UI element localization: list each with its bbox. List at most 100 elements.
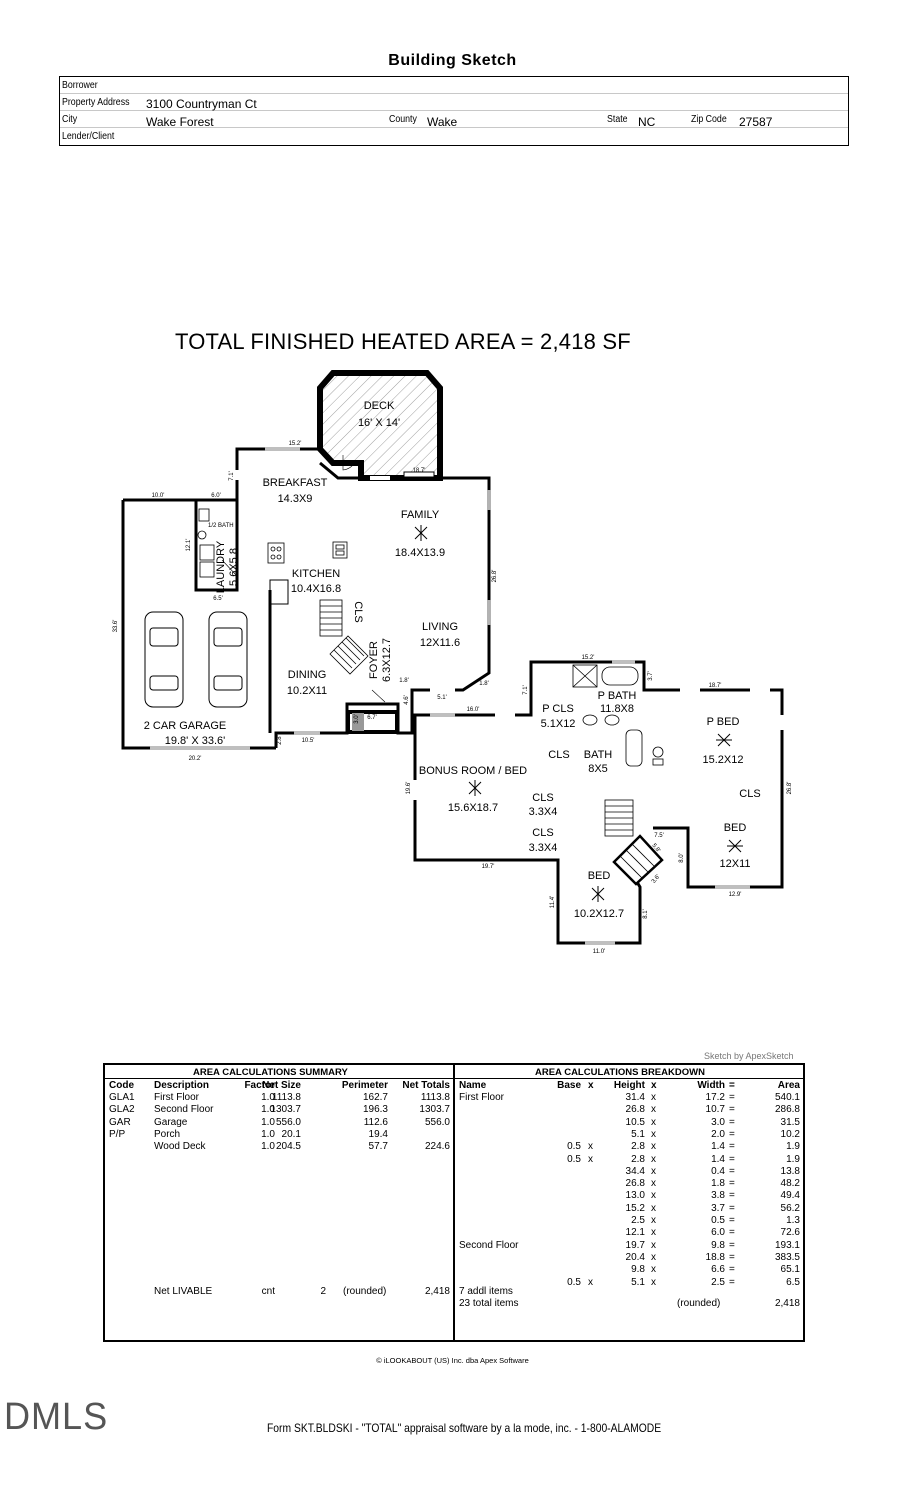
breakdown-cell: Second Floor xyxy=(459,1239,519,1251)
county-value: Wake xyxy=(427,115,458,129)
breakdown-cell: 2.8 xyxy=(631,1153,645,1165)
dim-label: 7.1' xyxy=(523,685,529,695)
breakdown-cell: 3.7 xyxy=(711,1202,725,1214)
breakdown-cell: 9.8 xyxy=(631,1264,645,1276)
summary-title: AREA CALCULATIONS SUMMARY xyxy=(193,1067,348,1078)
breakdown-cell: 0.5 xyxy=(567,1153,581,1165)
summary-col-header: Code xyxy=(109,1080,134,1091)
table-header-rule xyxy=(105,1078,803,1079)
breakdown-cell: 2.5 xyxy=(631,1215,645,1226)
summary-cell: 112.6 xyxy=(363,1116,388,1128)
breakdown-cell: 56.2 xyxy=(780,1202,800,1214)
breakdown-col-header: x xyxy=(588,1080,594,1091)
breakdown-cell: = xyxy=(729,1251,735,1263)
upper-stairs xyxy=(604,799,664,886)
door-swings xyxy=(221,455,386,703)
dim-label: 10.0' xyxy=(152,493,165,499)
address-label: Property Address xyxy=(62,97,130,108)
dim-label: 3.0' xyxy=(354,714,360,724)
breakdown-cell: 6.6 xyxy=(711,1264,725,1276)
deck-label: DECK xyxy=(364,400,395,412)
half-bath-fixtures xyxy=(197,508,210,540)
dim-label: 18.7' xyxy=(709,683,722,689)
borrower-row: Borrower xyxy=(60,77,848,94)
breakdown-cell: 17.2 xyxy=(705,1092,725,1103)
deck-area xyxy=(317,370,443,481)
county-label: County xyxy=(389,114,417,125)
dim-label: 3.7' xyxy=(648,671,654,681)
dim-label: 5.1' xyxy=(437,695,447,701)
cls2-label: CLS xyxy=(532,792,553,804)
shower-icon xyxy=(572,664,598,688)
family-label: FAMILY xyxy=(401,509,440,521)
area-calculations-table: AREA CALCULATIONS SUMMARY AREA CALCULATI… xyxy=(103,1063,805,1342)
form-footer: Form SKT.BLDSKI - "TOTAL" appraisal soft… xyxy=(267,1421,662,1435)
breakdown-cell: 1.9 xyxy=(786,1141,800,1153)
breakdown-cell: = xyxy=(729,1116,735,1128)
breakdown-col-header: = xyxy=(729,1080,735,1091)
vanity-sinks-icon xyxy=(582,714,620,726)
breakdown-cell: 10.2 xyxy=(780,1128,800,1140)
deck-step xyxy=(403,471,435,481)
breakdown-cell: 9.8 xyxy=(711,1239,725,1251)
breakdown-cell: x xyxy=(651,1239,656,1251)
breakdown-cell: 6.0 xyxy=(711,1227,725,1239)
living-label: LIVING xyxy=(422,621,458,633)
breakfast-label: BREAKFAST xyxy=(263,477,328,489)
breakdown-cell: x xyxy=(651,1215,656,1226)
summary-cell: 20.1 xyxy=(281,1128,301,1140)
breakdown-cell: 48.2 xyxy=(780,1178,800,1190)
breakdown-cell: x xyxy=(651,1116,656,1128)
city-value: Wake Forest xyxy=(146,115,214,129)
dim-label: 12.9' xyxy=(729,892,742,898)
breakdown-cell: 3.8 xyxy=(711,1190,725,1202)
summary-cell: 1303.7 xyxy=(270,1104,301,1116)
breakdown-cell: 6.5 xyxy=(786,1276,800,1288)
porch-shade xyxy=(352,713,364,731)
breakfast-size: 14.3X9 xyxy=(278,493,313,505)
summary-cell: 224.6 xyxy=(424,1141,450,1153)
summary-cell: GLA1 xyxy=(109,1092,135,1103)
breakdown-cell: x xyxy=(651,1190,656,1202)
breakdown-cell: 10.7 xyxy=(705,1104,725,1116)
address-value: 3100 Countryman Ct xyxy=(146,97,257,111)
sink-icon xyxy=(332,541,348,559)
dining-size: 10.2X11 xyxy=(287,685,327,697)
breakdown-cell: 10.5 xyxy=(625,1116,645,1128)
breakdown-cell: 26.8 xyxy=(625,1178,645,1190)
breakdown-cell: x xyxy=(651,1141,656,1153)
summary-cell: GAR xyxy=(109,1116,131,1128)
breakdown-col-header: Width xyxy=(697,1080,725,1091)
dim-label: 26.8' xyxy=(492,570,498,583)
bonus-size: 15.6X18.7 xyxy=(448,802,498,814)
summary-cell: 57.7 xyxy=(368,1141,388,1153)
breakdown-cell: x xyxy=(651,1202,656,1214)
breakdown-cell: 5.1 xyxy=(631,1276,645,1288)
kitchen-stairs xyxy=(319,599,343,637)
dim-label: 10.5' xyxy=(302,738,315,744)
laundry-label: LAUNDRY xyxy=(215,540,227,593)
summary-cell: P/P xyxy=(109,1128,126,1140)
summary-cell: GLA2 xyxy=(109,1104,135,1116)
breakdown-cell: 65.1 xyxy=(780,1264,800,1276)
cls2-size: 3.3X4 xyxy=(529,806,558,818)
net-livable-cell: Net LIVABLE xyxy=(154,1286,213,1297)
pcls-label: P CLS xyxy=(542,703,574,715)
toilet-icon xyxy=(652,746,664,766)
breakdown-cell: 1.4 xyxy=(711,1153,725,1165)
pbed-size: 15.2X12 xyxy=(703,754,744,766)
floor-plan-sketch: DECK 16' X 14' BREAKFAST 14.3X9 FAMILY 1… xyxy=(113,370,793,955)
breakdown-cell: 18.8 xyxy=(705,1251,725,1263)
second-floor-windows xyxy=(413,660,784,945)
bath-label: BATH xyxy=(584,749,613,761)
car-right-icon xyxy=(208,611,248,708)
pcls-size: 5.1X12 xyxy=(541,718,576,730)
total-area-heading: TOTAL FINISHED HEATED AREA = 2,418 SF xyxy=(175,329,631,354)
dim-label: 16.0' xyxy=(467,707,480,713)
breakdown-col-header: Height xyxy=(613,1080,645,1091)
breakdown-cell: 5.1 xyxy=(631,1128,645,1140)
lender-row: Lender/Client xyxy=(60,128,848,144)
dim-label: 19.6' xyxy=(406,782,412,795)
hall-bathtub-icon xyxy=(625,729,643,767)
breakdown-cell: = xyxy=(729,1141,735,1153)
